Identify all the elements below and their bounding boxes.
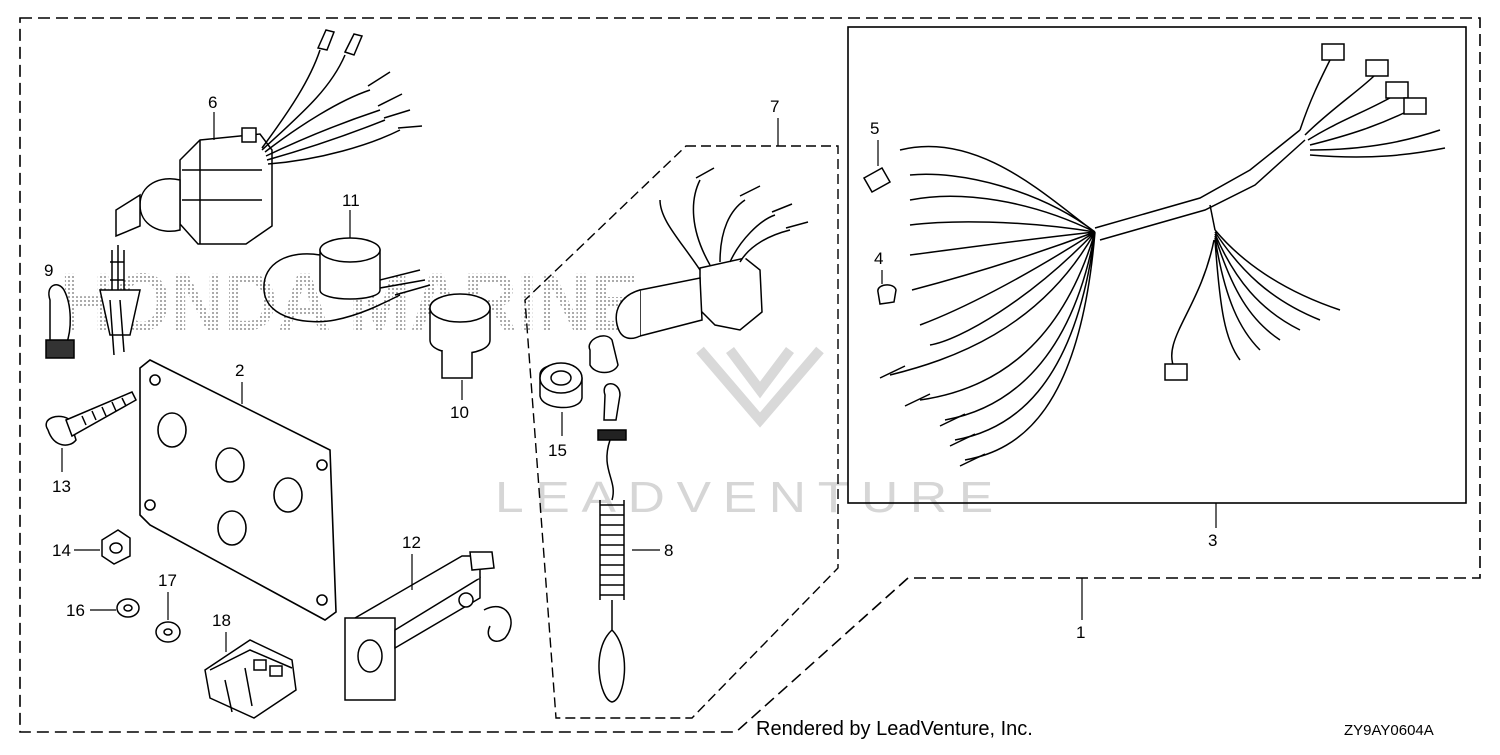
part-10-clamp[interactable]	[429, 293, 491, 379]
watermark-vendor-text: LEADVENTURE	[495, 473, 1005, 522]
callout-14: 14	[52, 541, 71, 560]
part-5-pin[interactable]	[862, 166, 892, 194]
callout-18: 18	[212, 611, 231, 630]
part-13-screw[interactable]	[45, 391, 137, 446]
leadventure-logo-icon	[696, 346, 824, 428]
callout-12: 12	[402, 533, 421, 552]
callout-2: 2	[235, 361, 244, 380]
part-2-plate[interactable]	[139, 359, 337, 621]
callout-8: 8	[664, 541, 673, 560]
footer-credit: Rendered by LeadVenture, Inc.	[756, 718, 1033, 740]
callout-13: 13	[52, 477, 71, 496]
assembly-1-dashed-border	[19, 17, 1481, 733]
part-3-wire-harness[interactable]	[879, 43, 1446, 467]
callout-3: 3	[1208, 531, 1217, 550]
callout-4: 4	[874, 249, 883, 268]
callout-9: 9	[44, 261, 53, 280]
part-16-washer[interactable]	[116, 598, 140, 618]
callout-17: 17	[158, 571, 177, 590]
leadventure-watermark: LEADVENTURE	[495, 346, 1005, 522]
assembly-7-dashed-border	[524, 145, 839, 719]
part-11-buzzer[interactable]	[263, 237, 431, 323]
callout-6: 6	[208, 93, 217, 112]
callout-11: 11	[342, 191, 360, 210]
callout-10: 10	[450, 403, 469, 422]
part-17-washer[interactable]	[155, 621, 181, 643]
callout-16: 16	[66, 601, 85, 620]
part-7-stop-switch[interactable]	[588, 167, 809, 374]
part-4-cap[interactable]	[877, 284, 897, 305]
part-9-clip[interactable]	[45, 284, 75, 359]
harness-3-box	[847, 26, 1467, 504]
part-18-connector[interactable]	[204, 639, 297, 719]
diagram-code: ZY9AY0604A	[1344, 722, 1434, 739]
part-8-lanyard[interactable]	[597, 383, 627, 703]
callout-5: 5	[870, 119, 879, 138]
part-14-nut[interactable]	[101, 529, 131, 565]
callout-1: 1	[1076, 623, 1085, 642]
callout-15: 15	[548, 441, 567, 460]
callout-7: 7	[770, 97, 779, 116]
part-6-ignition-switch[interactable]	[99, 29, 423, 356]
part-15-grommet[interactable]	[539, 362, 583, 409]
part-12-bracket[interactable]	[344, 551, 512, 701]
